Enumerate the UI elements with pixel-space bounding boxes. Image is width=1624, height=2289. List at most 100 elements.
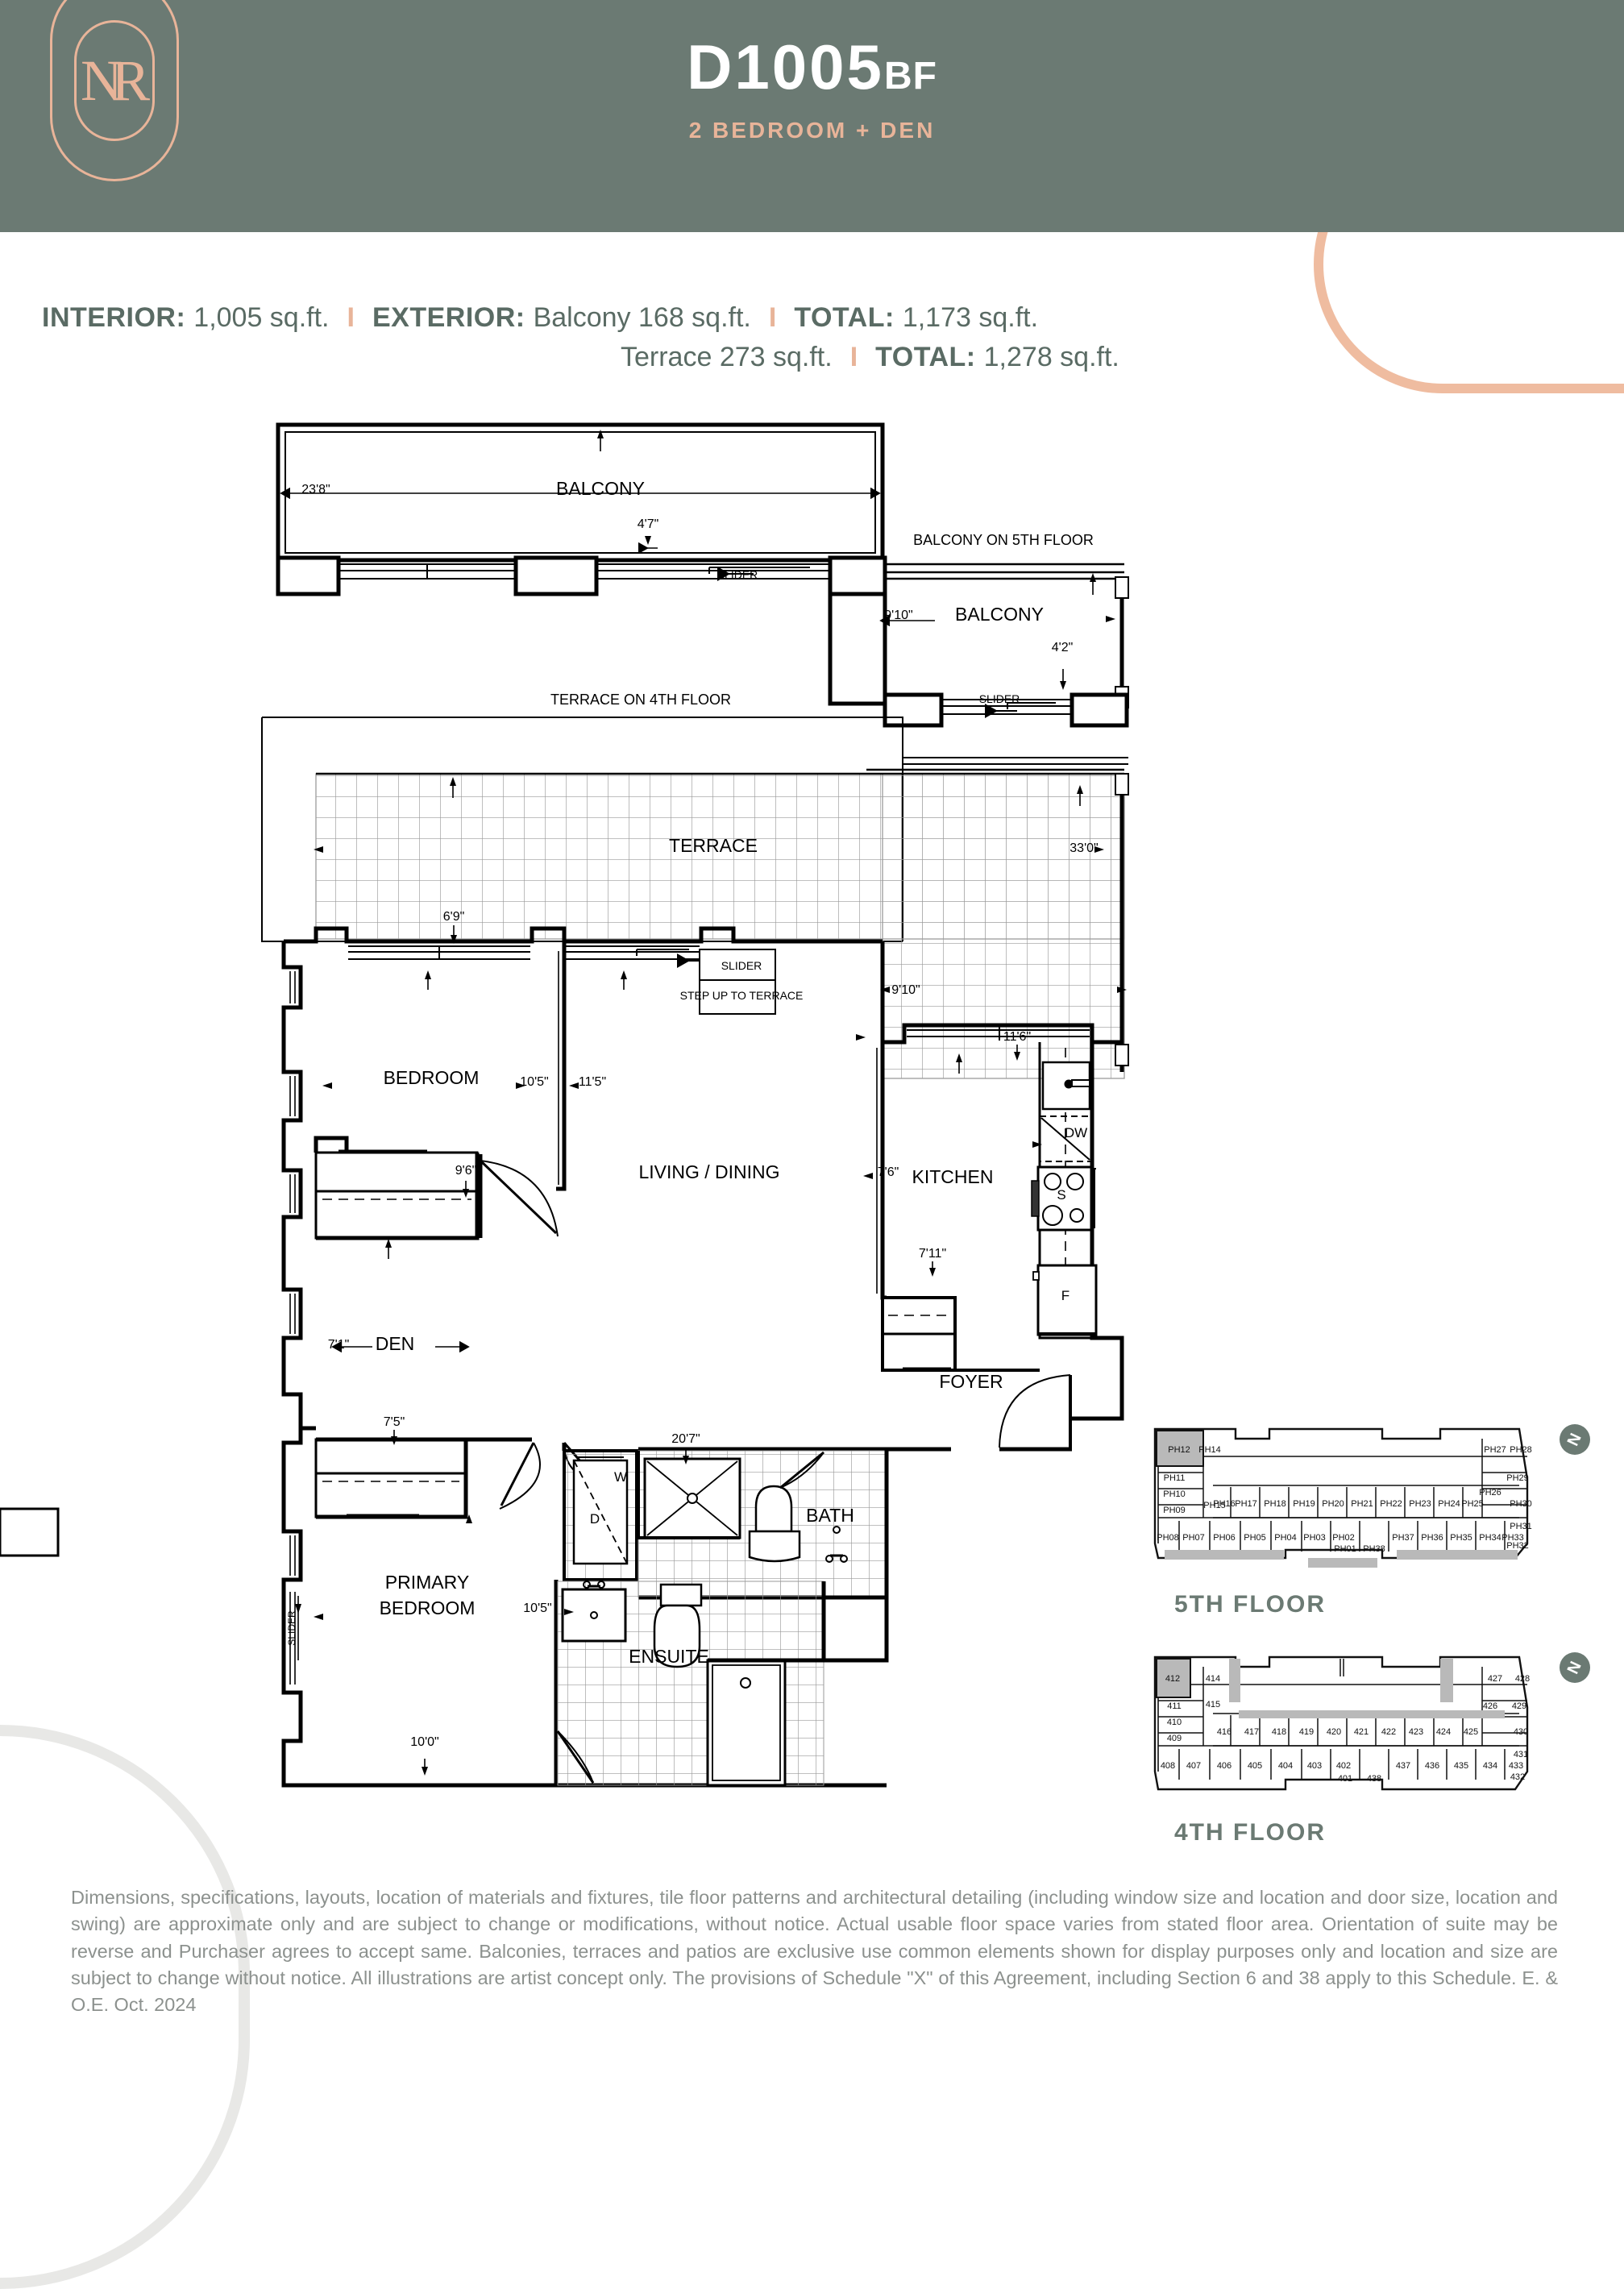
plan-note: STEP UP TO TERRACE [680, 989, 804, 1002]
total-label-2: TOTAL: [875, 342, 976, 373]
svg-text:PH10: PH10 [1163, 1489, 1186, 1499]
svg-text:433: 433 [1509, 1761, 1523, 1771]
exterior-label: EXTERIOR: [372, 302, 525, 333]
dimension-label: 9'10" [884, 609, 912, 622]
dimension-label: 4'7" [638, 517, 659, 531]
appliance-label: DW [1065, 1125, 1087, 1140]
svg-text:PH25: PH25 [1461, 1499, 1484, 1509]
svg-text:PH14: PH14 [1198, 1445, 1221, 1455]
svg-text:420: 420 [1327, 1727, 1341, 1737]
dimension-label: 11'5" [579, 1075, 606, 1089]
svg-text:PH24: PH24 [1438, 1499, 1460, 1509]
room-label: DEN [376, 1333, 415, 1354]
logo-monogram-text: NR [80, 48, 150, 113]
area-summary-row-balcony: INTERIOR: 1,005 sq.ft. I EXTERIOR: Balco… [0, 298, 1624, 338]
svg-text:417: 417 [1244, 1727, 1259, 1737]
plan-note: SLIDER [979, 692, 1020, 705]
svg-text:438: 438 [1367, 1774, 1381, 1784]
svg-text:403: 403 [1307, 1761, 1322, 1771]
svg-text:PH23: PH23 [1409, 1499, 1431, 1509]
logo-outer-capsule-icon [50, 0, 179, 181]
svg-text:PH03: PH03 [1303, 1533, 1326, 1543]
plan-note: BALCONY ON 5TH FLOOR [913, 532, 1094, 548]
svg-text:PH31: PH31 [1510, 1522, 1532, 1531]
suite-code-suffix: BF [883, 55, 937, 98]
svg-text:PH29: PH29 [1506, 1473, 1529, 1483]
dimension-label: 7'1" [328, 1338, 350, 1352]
svg-text:PH01: PH01 [1334, 1544, 1356, 1554]
svg-text:430: 430 [1514, 1727, 1528, 1737]
svg-text:PH19: PH19 [1293, 1499, 1315, 1509]
svg-text:419: 419 [1299, 1727, 1314, 1737]
interior-value: 1,005 sq.ft. [193, 302, 330, 333]
svg-text:PH22: PH22 [1380, 1499, 1402, 1509]
room-label: BEDROOM [380, 1597, 476, 1618]
svg-text:404: 404 [1278, 1761, 1293, 1771]
svg-text:407: 407 [1186, 1761, 1201, 1771]
svg-text:PH26: PH26 [1479, 1488, 1501, 1498]
svg-text:PH06: PH06 [1213, 1533, 1236, 1543]
svg-text:408: 408 [1161, 1761, 1175, 1771]
svg-text:415: 415 [1206, 1700, 1220, 1709]
svg-text:PH32: PH32 [1506, 1541, 1529, 1551]
dimension-label: 9'6" [455, 1164, 477, 1178]
svg-text:PH36: PH36 [1421, 1533, 1443, 1543]
room-label: KITCHEN [912, 1166, 994, 1187]
area-separator-1: I [347, 302, 355, 333]
svg-text:PH07: PH07 [1182, 1533, 1205, 1543]
north-arrow-icon-4th: N [1560, 1652, 1590, 1683]
svg-text:427: 427 [1488, 1674, 1502, 1684]
svg-text:414: 414 [1206, 1674, 1220, 1684]
key-plan-title-5th: 5TH FLOOR [1174, 1591, 1326, 1618]
dimension-label: 7'6" [878, 1165, 899, 1179]
suite-type-label: 2 BEDROOM + DEN [688, 118, 936, 143]
svg-text:411: 411 [1167, 1701, 1182, 1711]
svg-text:PH09: PH09 [1163, 1506, 1186, 1515]
svg-text:PH15: PH15 [1203, 1501, 1226, 1510]
suite-code: D1005 [687, 31, 884, 102]
dimension-label: 11'6" [1003, 1030, 1031, 1044]
dimension-label: 10'5" [520, 1075, 548, 1089]
svg-text:410: 410 [1167, 1718, 1182, 1727]
svg-text:406: 406 [1217, 1761, 1231, 1771]
interior-label: INTERIOR: [42, 302, 186, 333]
svg-text:405: 405 [1248, 1761, 1262, 1771]
brand-logo: NR [50, 0, 179, 185]
svg-text:PH37: PH37 [1392, 1533, 1414, 1543]
svg-text:PH21: PH21 [1351, 1499, 1373, 1509]
page-header: NR D1005BF 2 BEDROOM + DEN [0, 0, 1624, 232]
svg-text:PH11: PH11 [1164, 1473, 1186, 1483]
room-label: PRIMARY [385, 1572, 469, 1593]
total-value-1: 1,173 sq.ft. [902, 302, 1039, 333]
exterior-balcony-value: Balcony 168 sq.ft. [533, 302, 751, 333]
svg-text:PH34: PH34 [1479, 1533, 1501, 1543]
svg-text:PH28: PH28 [1510, 1445, 1532, 1455]
area-summary: INTERIOR: 1,005 sq.ft. I EXTERIOR: Balco… [0, 298, 1624, 378]
svg-text:PH16: PH16 [1213, 1499, 1236, 1509]
svg-text:425: 425 [1464, 1727, 1478, 1737]
svg-text:PH38: PH38 [1363, 1544, 1385, 1554]
svg-text:412: 412 [1165, 1674, 1180, 1684]
svg-text:401: 401 [1338, 1774, 1352, 1784]
total-value-2: 1,278 sq.ft. [983, 342, 1119, 373]
dimension-label: 7'11" [919, 1247, 946, 1261]
svg-text:435: 435 [1454, 1761, 1468, 1771]
svg-text:436: 436 [1425, 1761, 1439, 1771]
area-separator-3: I [849, 342, 858, 373]
svg-text:PH08: PH08 [1157, 1533, 1179, 1543]
svg-text:409: 409 [1167, 1734, 1182, 1743]
plan-note: SLIDER [286, 1610, 297, 1646]
room-label: LIVING / DINING [638, 1161, 779, 1182]
disclaimer-text: Dimensions, specifications, layouts, loc… [71, 1887, 1558, 2016]
svg-text:422: 422 [1381, 1727, 1396, 1737]
dimension-label: 9'10" [891, 983, 920, 997]
dimension-label: 10'0" [410, 1735, 438, 1749]
svg-text:437: 437 [1396, 1761, 1410, 1771]
svg-text:PH17: PH17 [1235, 1499, 1257, 1509]
area-summary-row-terrace: Terrace 273 sq.ft. I TOTAL: 1,278 sq.ft. [0, 338, 1624, 377]
svg-text:PH02: PH02 [1332, 1533, 1355, 1543]
svg-text:PH30: PH30 [1510, 1499, 1532, 1509]
appliance-label: D [590, 1511, 600, 1527]
